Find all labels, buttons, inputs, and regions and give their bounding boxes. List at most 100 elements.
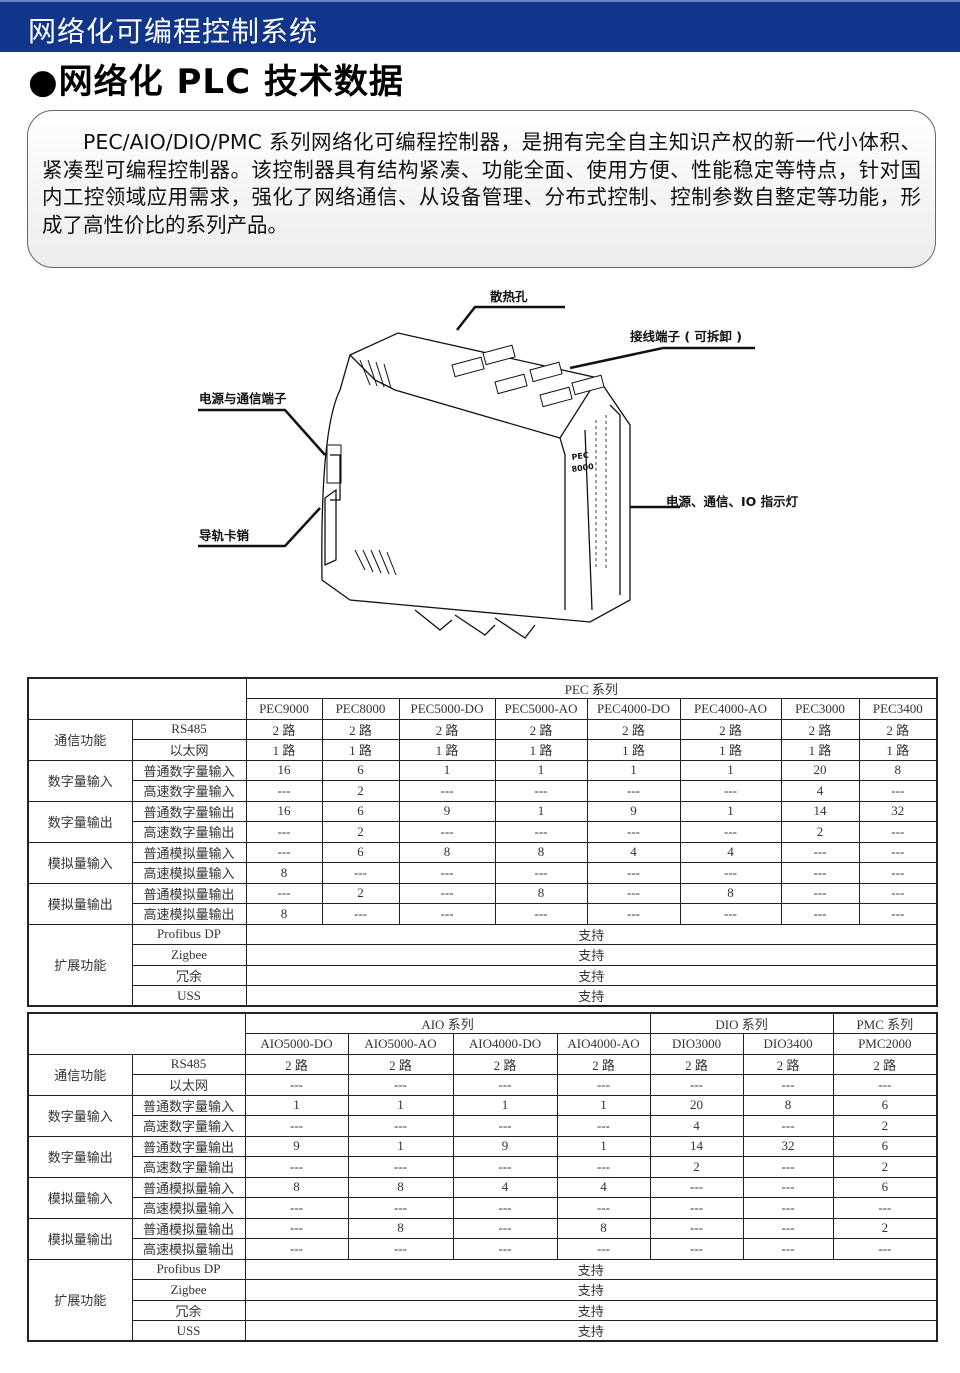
value-cell: ---	[858, 882, 938, 904]
model-header: PEC8000	[321, 698, 400, 720]
value-cell: 1	[452, 1094, 558, 1116]
value-cell: ---	[586, 862, 681, 884]
model-header: AIO5000-AO	[347, 1033, 454, 1055]
value-cell: ---	[679, 903, 782, 925]
value-cell: ---	[452, 1217, 558, 1239]
row-label: 以太网	[131, 1074, 246, 1096]
value-cell: 2 路	[494, 718, 588, 740]
model-header: PMC2000	[832, 1033, 938, 1055]
value-cell: ---	[244, 1156, 349, 1178]
value-cell: 2	[832, 1115, 938, 1137]
row-label: 普通模拟量输出	[131, 1217, 246, 1239]
header-banner: 网络化可编程控制系统	[0, 0, 960, 52]
value-cell: ---	[649, 1176, 744, 1198]
model-header: DIO3000	[649, 1033, 744, 1055]
value-cell: ---	[858, 841, 938, 863]
row-label: 冗余	[131, 964, 247, 986]
leader-line-terminal	[569, 346, 755, 370]
value-cell: ---	[742, 1197, 834, 1219]
model-header: PEC9000	[245, 698, 323, 720]
row-label: RS485	[131, 718, 247, 740]
row-label: 高速数字量输出	[131, 1156, 246, 1178]
value-cell: 8	[494, 841, 588, 863]
value-cell: ---	[347, 1197, 454, 1219]
value-cell: ---	[244, 1115, 349, 1137]
support-cell: 支持	[245, 964, 938, 986]
value-cell: ---	[398, 903, 496, 925]
value-cell: ---	[494, 903, 588, 925]
value-cell: 2	[832, 1156, 938, 1178]
value-cell: ---	[742, 1176, 834, 1198]
value-cell: 6	[832, 1176, 938, 1198]
group-label: 模拟量输入	[27, 1176, 133, 1219]
value-cell: ---	[649, 1238, 744, 1260]
value-cell: 2 路	[649, 1053, 744, 1075]
device-model-text: PEC	[571, 451, 589, 462]
value-cell: ---	[742, 1074, 834, 1096]
value-cell: 2	[780, 821, 860, 843]
row-label: Profibus DP	[131, 1258, 246, 1280]
value-cell: 9	[452, 1135, 558, 1157]
value-cell: ---	[347, 1074, 454, 1096]
value-cell: ---	[244, 1197, 349, 1219]
value-cell: 8	[245, 862, 323, 884]
value-cell: 2 路	[742, 1053, 834, 1075]
value-cell: 1	[679, 759, 782, 781]
value-cell: ---	[780, 841, 860, 863]
value-cell: 4	[452, 1176, 558, 1198]
value-cell: ---	[679, 862, 782, 884]
value-cell: ---	[780, 903, 860, 925]
value-cell: 9	[586, 800, 681, 822]
extension-row: 冗余支持	[28, 1299, 938, 1321]
table-row: 高速数字量输出------------2---2	[28, 1156, 938, 1178]
model-header: AIO4000-DO	[452, 1033, 558, 1055]
value-cell: 1 路	[780, 739, 860, 761]
row-label: 普通数字量输出	[131, 800, 247, 822]
value-cell: 2	[832, 1217, 938, 1239]
value-cell: 8	[556, 1217, 651, 1239]
value-cell: 1 路	[494, 739, 588, 761]
table-row: 高速模拟量输出---------------------	[28, 1238, 938, 1260]
support-cell: 支持	[245, 944, 938, 966]
group-label: 数字量输出	[27, 800, 133, 843]
value-cell: ---	[452, 1156, 558, 1178]
label-vent: 散热孔	[490, 289, 528, 304]
value-cell: 1	[494, 759, 588, 781]
value-cell: ---	[245, 882, 323, 904]
value-cell: 14	[649, 1135, 744, 1157]
row-label: Zigbee	[131, 1279, 246, 1301]
row-label: 普通数字量输入	[131, 759, 247, 781]
table-row: 高速数字量输出---2------------2---	[28, 821, 938, 843]
model-header: DIO3400	[742, 1033, 834, 1055]
value-cell: 2 路	[245, 718, 323, 740]
series-header: DIO 系列	[649, 1012, 834, 1034]
value-cell: 8	[244, 1176, 349, 1198]
value-cell: ---	[556, 1156, 651, 1178]
row-label: 高速数字量输出	[131, 821, 247, 843]
value-cell: 20	[649, 1094, 744, 1116]
value-cell: ---	[832, 1197, 938, 1219]
value-cell: ---	[586, 821, 681, 843]
value-cell: 4	[586, 841, 681, 863]
value-cell: 8	[347, 1176, 454, 1198]
row-label: Zigbee	[131, 944, 247, 966]
value-cell: 2	[321, 780, 400, 802]
value-cell: 1	[586, 759, 681, 781]
value-cell: 1	[347, 1135, 454, 1157]
value-cell: ---	[452, 1115, 558, 1137]
value-cell: 9	[398, 800, 496, 822]
model-header: PEC3400	[858, 698, 938, 720]
value-cell: ---	[244, 1238, 349, 1260]
model-header: PEC4000-DO	[586, 698, 681, 720]
label-rail: 导轨卡销	[199, 528, 250, 543]
value-cell: 8	[494, 882, 588, 904]
value-cell: 1 路	[858, 739, 938, 761]
